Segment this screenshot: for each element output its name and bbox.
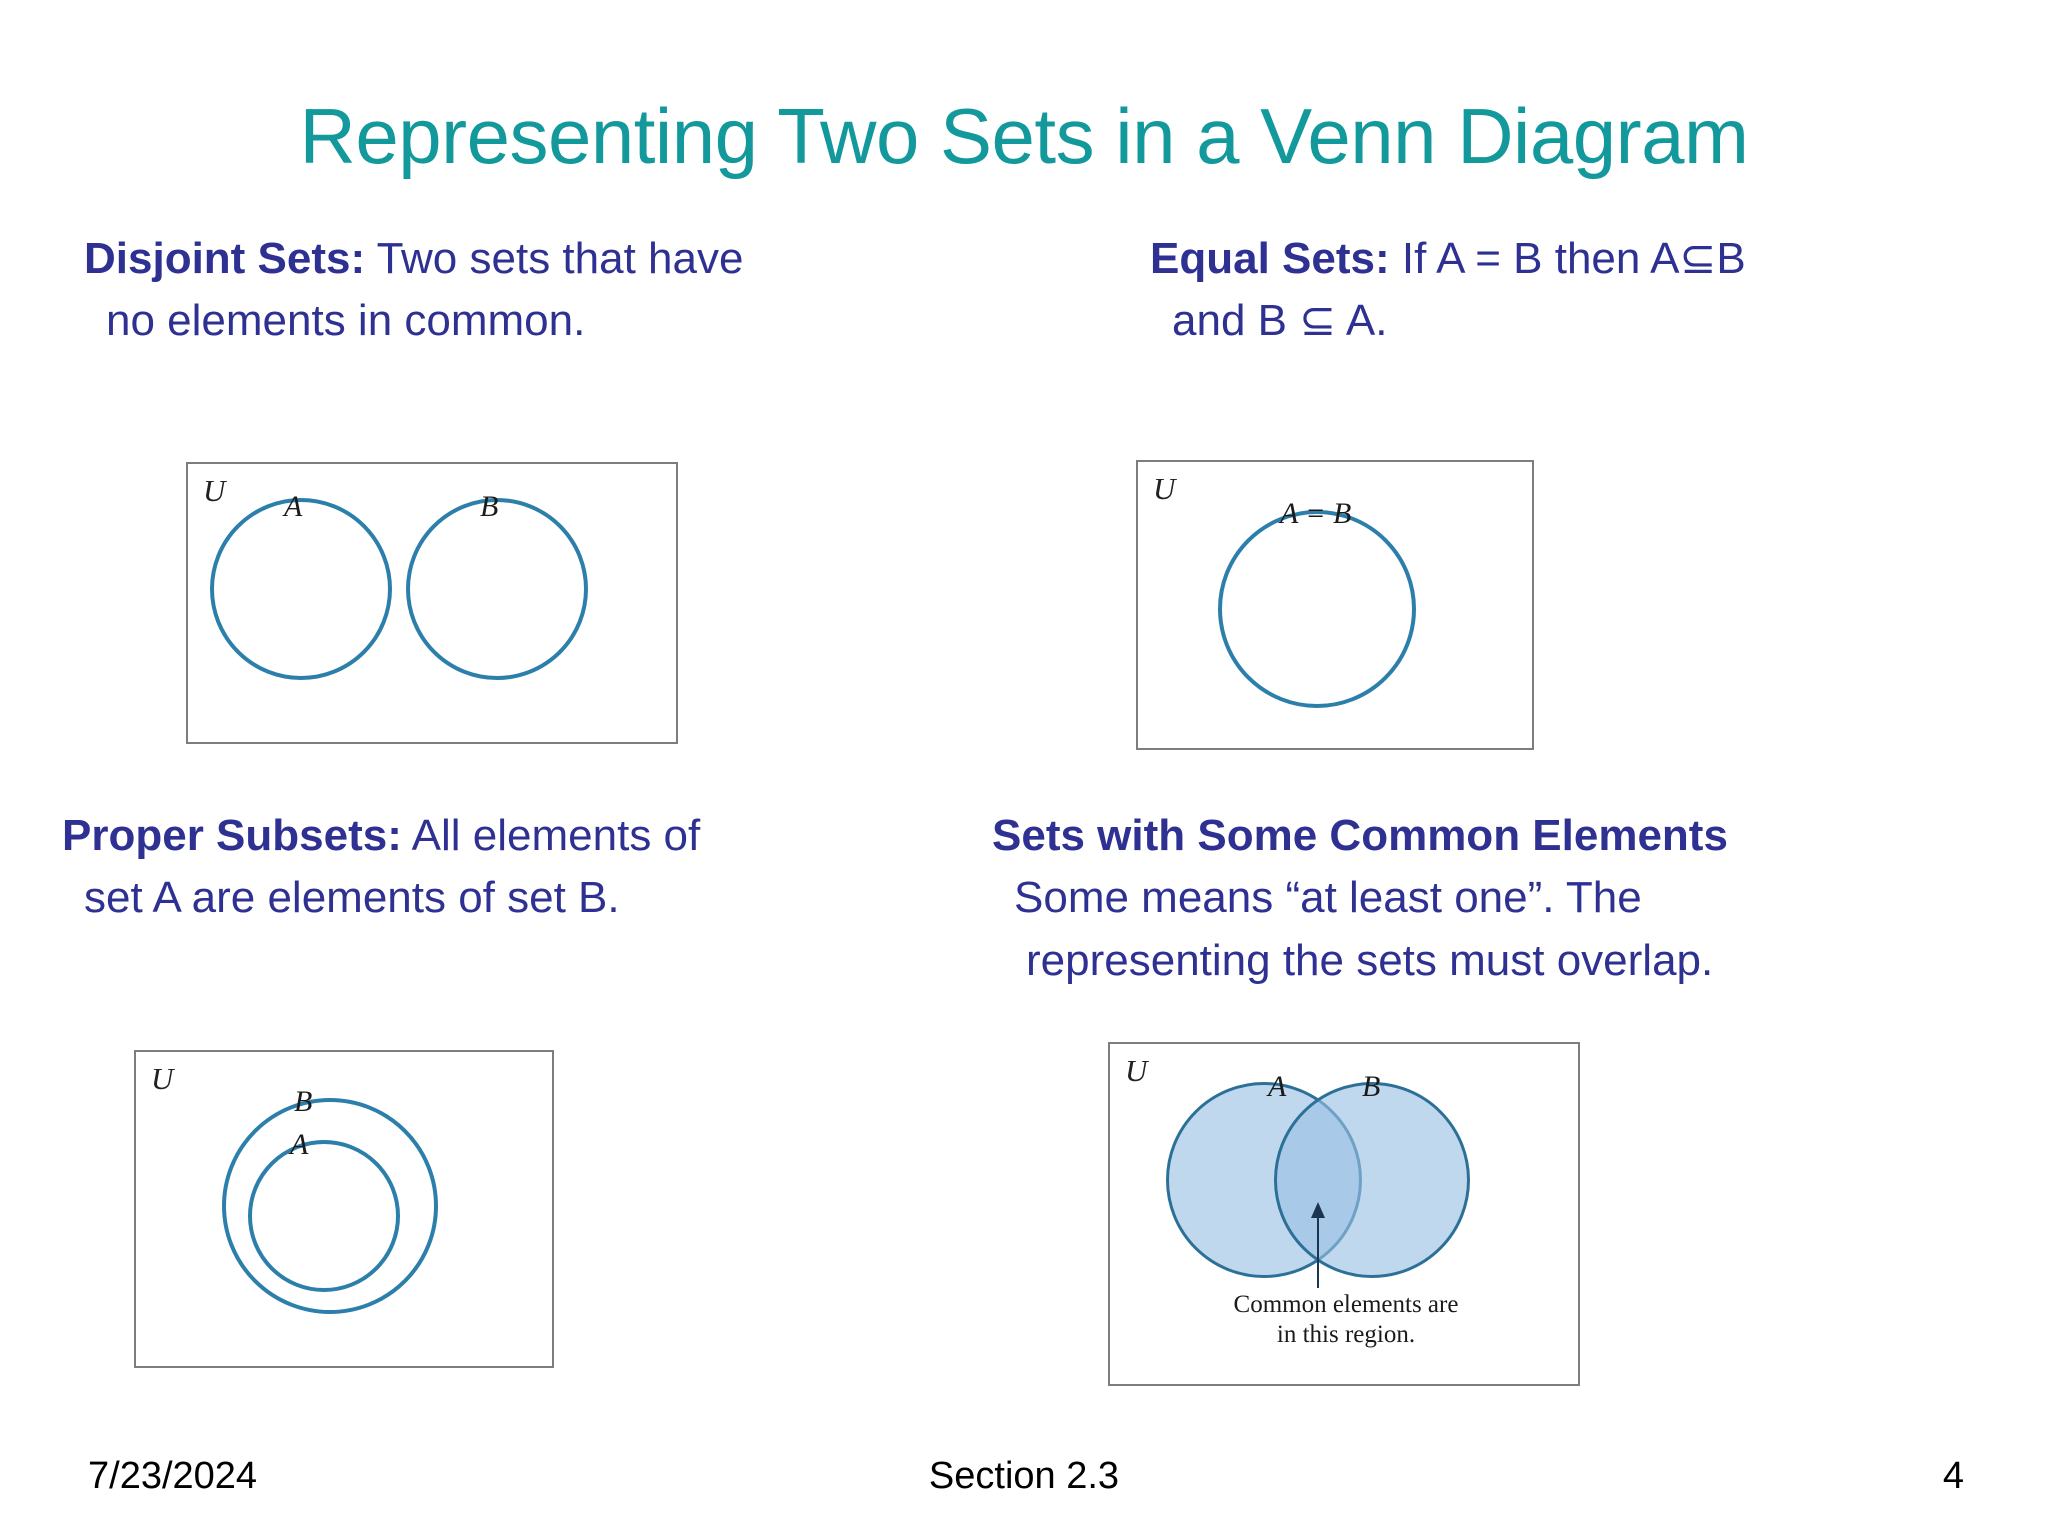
page-title: Representing Two Sets in a Venn Diagram — [299, 92, 1749, 180]
universe-label: U — [151, 1061, 174, 1096]
footer-section: Section 2.3 — [928, 1455, 1120, 1497]
equal-line-1: Equal Sets: If A = B then A⊆B — [1150, 228, 2010, 290]
disjoint-line-1: Disjoint Sets: Two sets that have — [84, 228, 904, 290]
text-block-proper-subsets: Proper Subsets: All elements of set A ar… — [62, 805, 962, 930]
set-label-a: A — [284, 490, 303, 523]
set-label-b: B — [480, 490, 499, 523]
circle-set-b — [1274, 1082, 1470, 1278]
text-block-disjoint-sets: Disjoint Sets: Two sets that have no ele… — [84, 228, 904, 353]
circle-set-a-equals-b — [1218, 510, 1416, 708]
venn-figure-equal: U A = B — [1136, 460, 1534, 750]
disjoint-heading: Disjoint Sets: — [84, 234, 366, 283]
set-label-b: B — [1362, 1070, 1381, 1103]
footer-page-number: 4 — [1942, 1455, 1964, 1497]
venn-figure-overlapping: U A B Common elements are in this region… — [1108, 1042, 1580, 1386]
circle-set-a — [210, 498, 392, 680]
disjoint-line-2: no elements in common. — [106, 296, 586, 346]
proper-line-1-rest: All elements of — [401, 811, 701, 860]
common-line-3: representing the sets must overlap. — [1026, 935, 1714, 985]
text-block-common-elements: Sets with Some Common Elements Some mean… — [992, 805, 2022, 992]
common-heading: Sets with Some Common Elements — [992, 811, 1728, 860]
figure-caption-line-2: in this region. — [1276, 1321, 1416, 1348]
figure-caption: Common elements are in this region. — [1110, 1290, 1582, 1350]
text-block-equal-sets: Equal Sets: If A = B then A⊆B and B ⊆ A. — [1150, 228, 2010, 353]
circle-set-b — [406, 498, 588, 680]
caption-pointer-arrow — [1311, 1202, 1325, 1218]
proper-heading: Proper Subsets: — [62, 811, 402, 860]
caption-pointer-line — [1317, 1216, 1319, 1288]
common-line-1: Sets with Some Common Elements — [992, 805, 2022, 867]
set-label-a: A — [1268, 1070, 1287, 1103]
universe-label: U — [203, 473, 226, 508]
universe-label: U — [1153, 471, 1176, 506]
disjoint-line-1-rest: Two sets that have — [365, 234, 744, 283]
venn-figure-proper-subset: U B A — [134, 1050, 554, 1368]
proper-line-2: set A are elements of set B. — [84, 873, 620, 923]
circle-set-b-outer — [222, 1098, 438, 1314]
circle-set-a-inner — [248, 1140, 400, 1292]
equal-line-1-rest: If A = B then A⊆B — [1389, 234, 1746, 283]
footer-date: 7/23/2024 — [88, 1455, 258, 1497]
universe-label: U — [1125, 1053, 1148, 1088]
set-label-b: B — [294, 1085, 313, 1118]
proper-line-1: Proper Subsets: All elements of — [62, 805, 962, 867]
common-line-2: Some means “at least one”. The — [1014, 873, 1642, 923]
figure-caption-line-1: Common elements are — [1233, 1291, 1459, 1318]
equal-line-2: and B ⊆ A. — [1172, 296, 1388, 346]
equal-heading: Equal Sets: — [1150, 234, 1390, 283]
set-label-a-equals-b: A = B — [1280, 497, 1352, 530]
venn-figure-disjoint: U A B — [186, 462, 678, 744]
set-label-a: A — [290, 1128, 309, 1161]
